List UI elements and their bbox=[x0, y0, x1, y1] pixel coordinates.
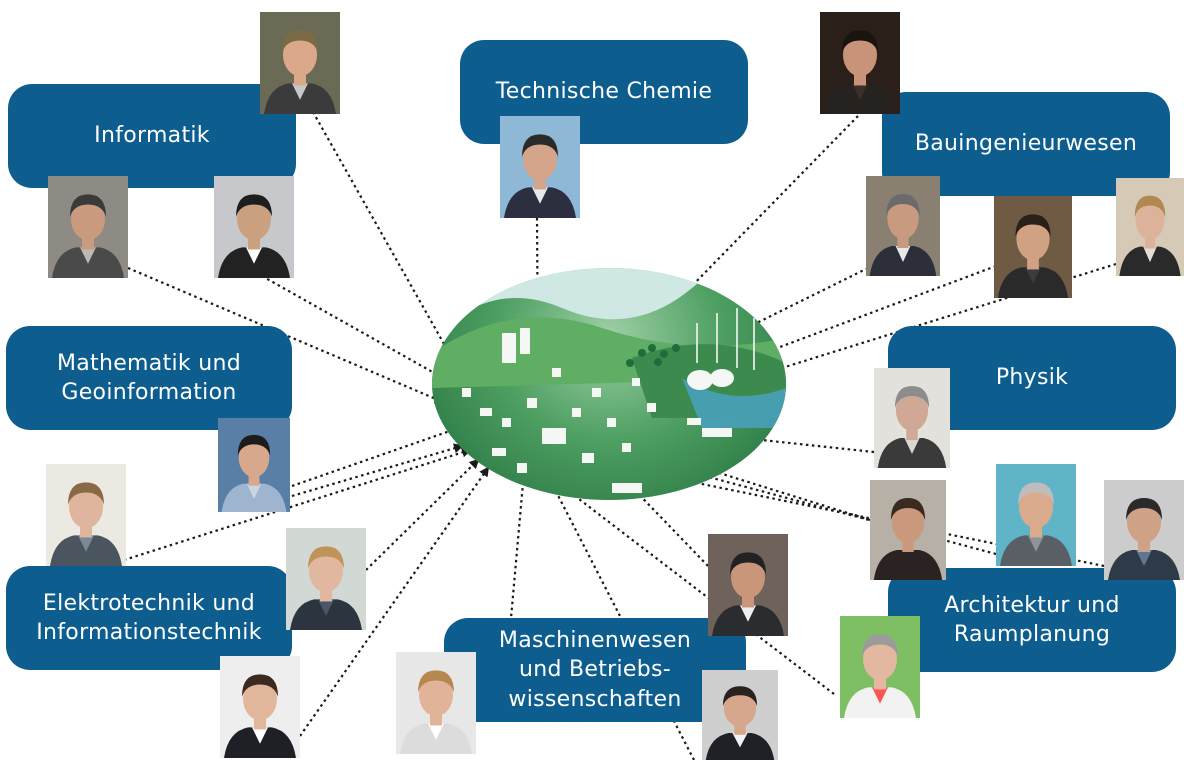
portrait-architektur-4 bbox=[840, 616, 920, 718]
portrait-informatik-1 bbox=[260, 12, 340, 114]
portrait-maschinen-1 bbox=[708, 534, 788, 636]
portrait-architektur-1 bbox=[870, 480, 946, 580]
dept-maschinenwesen-betriebswissenschaften[interactable]: Maschinenwesen und Betriebs- wissenschaf… bbox=[444, 618, 746, 722]
connector-arrow-4 bbox=[532, 217, 543, 370]
portrait-bau-4 bbox=[1116, 178, 1184, 276]
dept-elektrotechnik-informationstechnik[interactable]: Elektrotechnik und Informationstechnik bbox=[6, 566, 292, 670]
portrait-elektro-1 bbox=[46, 464, 126, 566]
connector-arrow-11 bbox=[610, 419, 875, 454]
hub-landscape-image bbox=[432, 268, 786, 500]
portrait-maschinen-2 bbox=[396, 652, 476, 754]
connector-arrow-12 bbox=[123, 447, 472, 562]
connector-arrow-17 bbox=[547, 474, 695, 760]
portrait-elektro-2 bbox=[286, 528, 366, 630]
portrait-mathematik-1 bbox=[218, 418, 290, 512]
portrait-elektro-3 bbox=[220, 656, 300, 758]
portrait-chemie-1 bbox=[500, 116, 580, 218]
dept-mathematik-geoinformation[interactable]: Mathematik und Geoinformation bbox=[6, 326, 292, 430]
portrait-bau-3 bbox=[994, 196, 1072, 298]
portrait-physik-1 bbox=[874, 368, 950, 468]
portrait-bau-1 bbox=[820, 12, 900, 114]
connector-arrow-10 bbox=[291, 421, 472, 488]
connector-arrow-5 bbox=[600, 115, 859, 380]
portrait-architektur-3 bbox=[1104, 480, 1184, 580]
connector-arrow-13 bbox=[365, 458, 480, 571]
portrait-architektur-2 bbox=[996, 464, 1076, 566]
portrait-maschinen-3 bbox=[702, 670, 778, 760]
dept-bauingenieurwesen[interactable]: Bauingenieurwesen bbox=[882, 92, 1170, 196]
connector-arrow-3 bbox=[261, 275, 454, 384]
dept-architektur-raumplanung[interactable]: Architektur und Raumplanung bbox=[888, 568, 1176, 672]
portrait-informatik-2 bbox=[48, 176, 128, 278]
dept-informatik[interactable]: Informatik bbox=[8, 84, 296, 188]
portrait-bau-2 bbox=[866, 176, 940, 276]
connector-arrow-14 bbox=[299, 466, 490, 737]
connector-arrow-21 bbox=[552, 478, 835, 695]
portrait-informatik-3 bbox=[214, 176, 294, 278]
